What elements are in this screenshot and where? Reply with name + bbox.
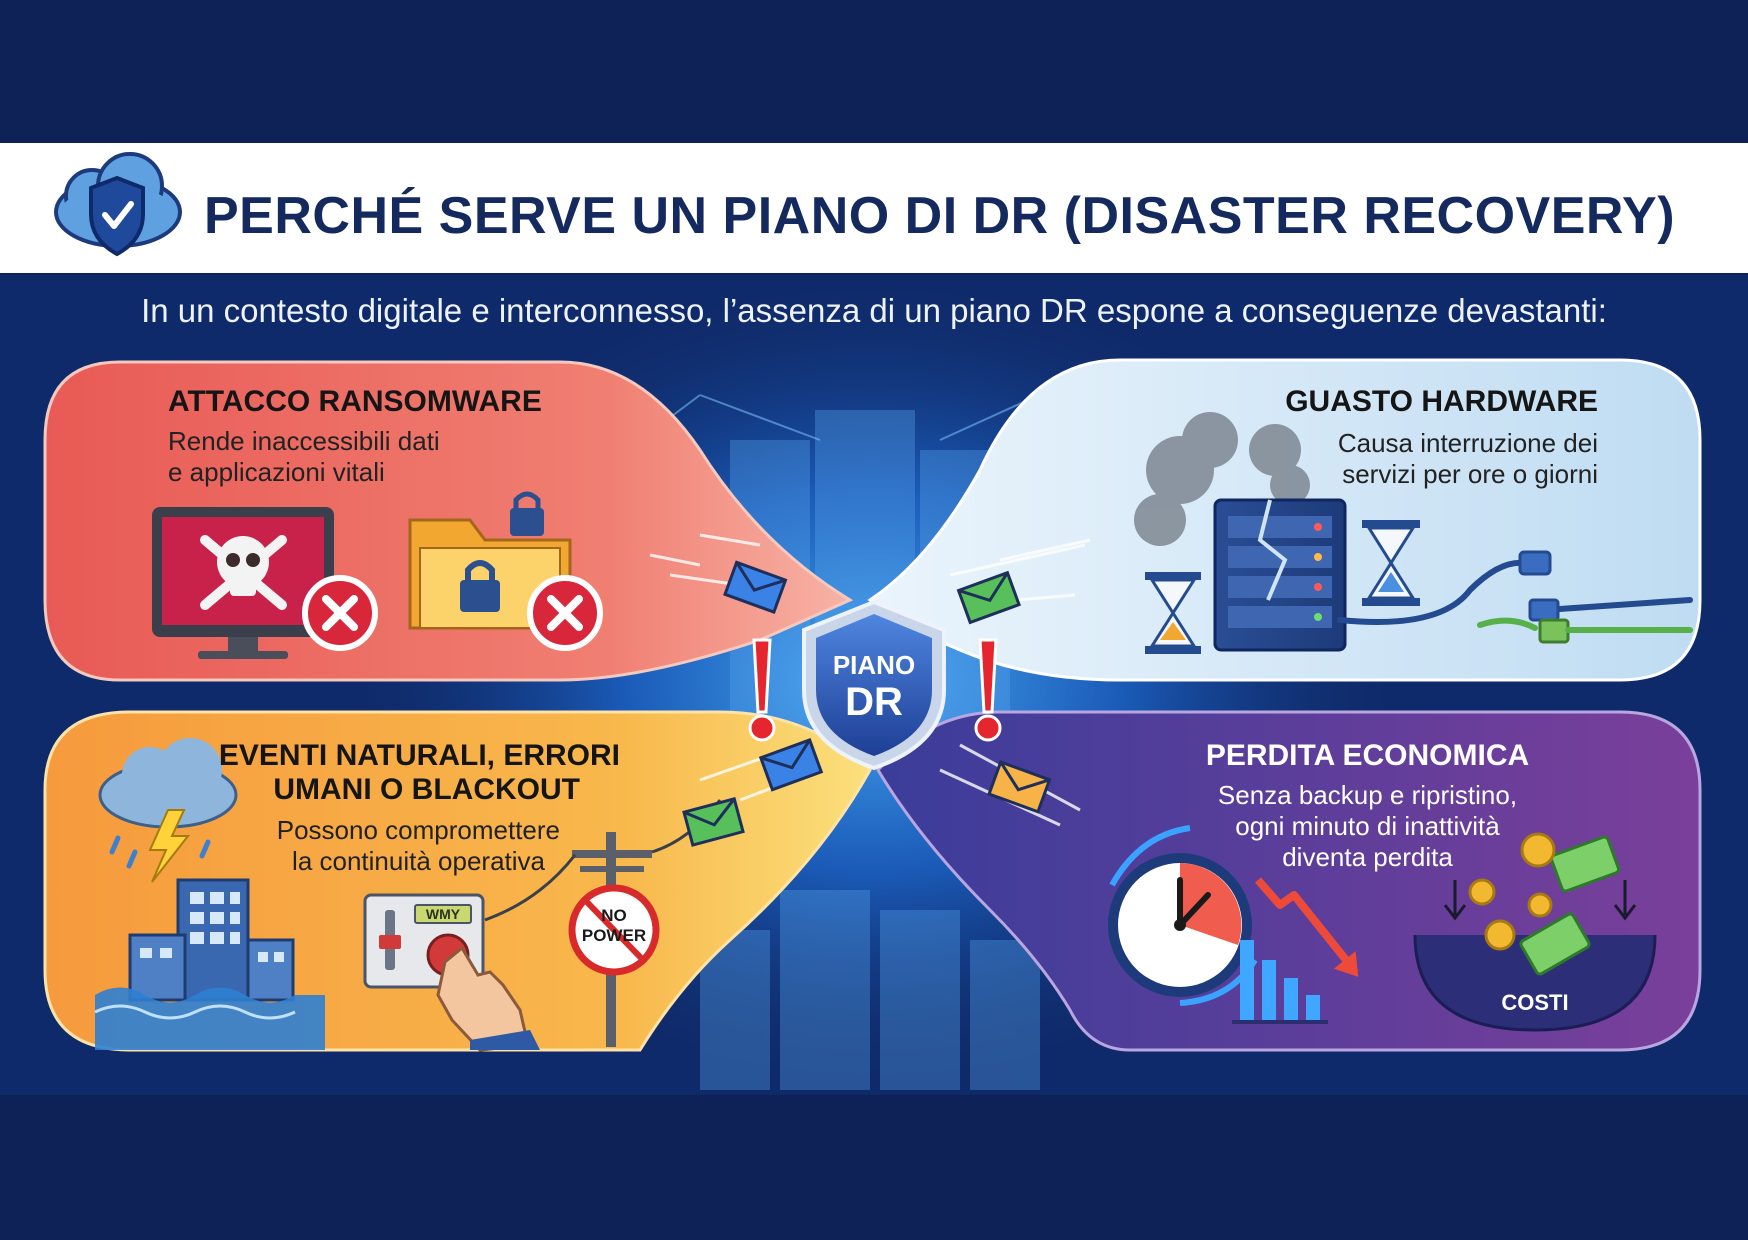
economic-desc-line3: diventa perdita: [1282, 842, 1453, 872]
natural-title-line2: UMANI O BLACKOUT: [273, 773, 580, 806]
error-x-icon: [527, 575, 603, 651]
page-title: PERCHÉ SERVE UN PIANO DI DR (DISASTER RE…: [204, 187, 1676, 245]
alert-icon: [748, 638, 776, 742]
declining-chart-icon: [1232, 877, 1359, 1024]
no-power-sign-line2: POWER: [581, 926, 647, 945]
cloud-shield-icon: [54, 152, 182, 257]
header-band: [0, 143, 1748, 273]
locked-folder-icon: [408, 491, 572, 630]
broken-server-icon: [1213, 498, 1347, 652]
skull-monitor-icon: [152, 507, 334, 659]
ransomware-title: ATTACCO RANSOMWARE: [168, 385, 542, 418]
shield-label-line1: PIANO: [832, 650, 916, 680]
control-panel-label: WMY: [425, 906, 461, 922]
dr-shield-icon: [802, 599, 946, 771]
no-power-sign-icon: [568, 884, 660, 976]
clock-icon: [1108, 825, 1258, 1006]
pressing-hand-icon: [436, 945, 540, 1052]
economic-title: PERDITA ECONOMICA: [1205, 739, 1530, 772]
costs-label: COSTI: [1501, 990, 1569, 1015]
alert-icon: [974, 638, 1002, 742]
envelope-icons: [682, 560, 1052, 847]
hardware-desc-line1: Causa interruzione dei: [1337, 428, 1598, 458]
intro-text: In un contesto digitale e interconnesso,…: [141, 292, 1607, 329]
ransomware-desc-line1: Rende inaccessibili dati: [168, 426, 440, 456]
error-x-icon: [302, 575, 378, 651]
hardware-desc-line2: servizi per ore o giorni: [1342, 459, 1598, 489]
ransomware-desc-line2: e applicazioni vitali: [168, 457, 385, 487]
natural-desc-line2: la continuità operativa: [292, 846, 545, 876]
economic-desc-line2: ogni minuto di inattività: [1235, 811, 1500, 841]
natural-title-line1: EVENTI NATURALI, ERRORI: [218, 739, 620, 772]
flooded-building-icon: [94, 878, 325, 1050]
hardware-title: GUASTO HARDWARE: [1285, 385, 1598, 418]
money-sink-icon: [1413, 832, 1657, 1032]
economic-desc-line1: Senza backup e ripristino,: [1217, 780, 1518, 810]
no-power-sign-line1: NO: [601, 906, 627, 925]
unplugged-cable-icon: [1337, 550, 1693, 644]
storm-cloud-icon: [98, 738, 238, 883]
hourglass-icon: [1145, 572, 1201, 654]
shield-label-line2: DR: [845, 680, 903, 724]
smoke-icon: [1134, 412, 1310, 546]
hourglass-icon: [1362, 520, 1420, 606]
natural-desc-line1: Possono compromettere: [276, 815, 560, 845]
